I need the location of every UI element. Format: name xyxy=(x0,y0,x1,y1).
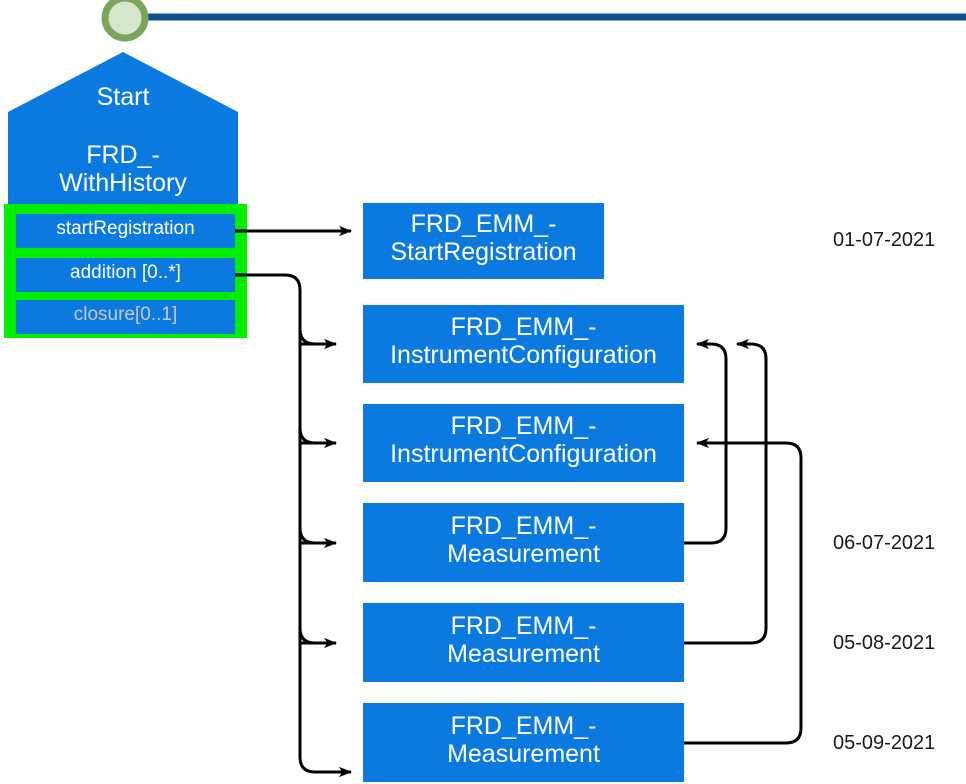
connector-meas-2-to-instcfg-1 xyxy=(684,338,768,645)
connector-addition-elbow-2 xyxy=(298,427,316,445)
date-label-meas-3: 05-09-2021 xyxy=(833,732,936,754)
port-startregistration[interactable] xyxy=(16,214,235,248)
event-box-meas-1[interactable] xyxy=(363,503,684,582)
connector-addition-elbow-3 xyxy=(298,527,316,545)
date-label-meas-1: 06-07-2021 xyxy=(833,532,936,554)
connector-addition-trunk xyxy=(235,273,352,778)
connector-meas-3-to-instcfg-2 xyxy=(684,437,803,745)
port-closure[interactable] xyxy=(16,300,235,334)
event-box-instcfg-1[interactable] xyxy=(363,305,684,383)
start-node-shape[interactable] xyxy=(8,52,238,204)
event-box-meas-2[interactable] xyxy=(363,603,684,682)
event-box-startreg[interactable] xyxy=(363,203,604,279)
date-label-meas-2: 05-08-2021 xyxy=(833,632,936,654)
start-circle-marker xyxy=(101,0,149,42)
connector-addition-elbow-1 xyxy=(298,328,316,346)
port-addition[interactable] xyxy=(16,258,235,292)
date-label-startreg: 01-07-2021 xyxy=(833,229,936,251)
event-box-meas-3[interactable] xyxy=(363,703,684,782)
connector-addition-elbow-4 xyxy=(298,627,316,645)
event-box-instcfg-2[interactable] xyxy=(363,404,684,482)
